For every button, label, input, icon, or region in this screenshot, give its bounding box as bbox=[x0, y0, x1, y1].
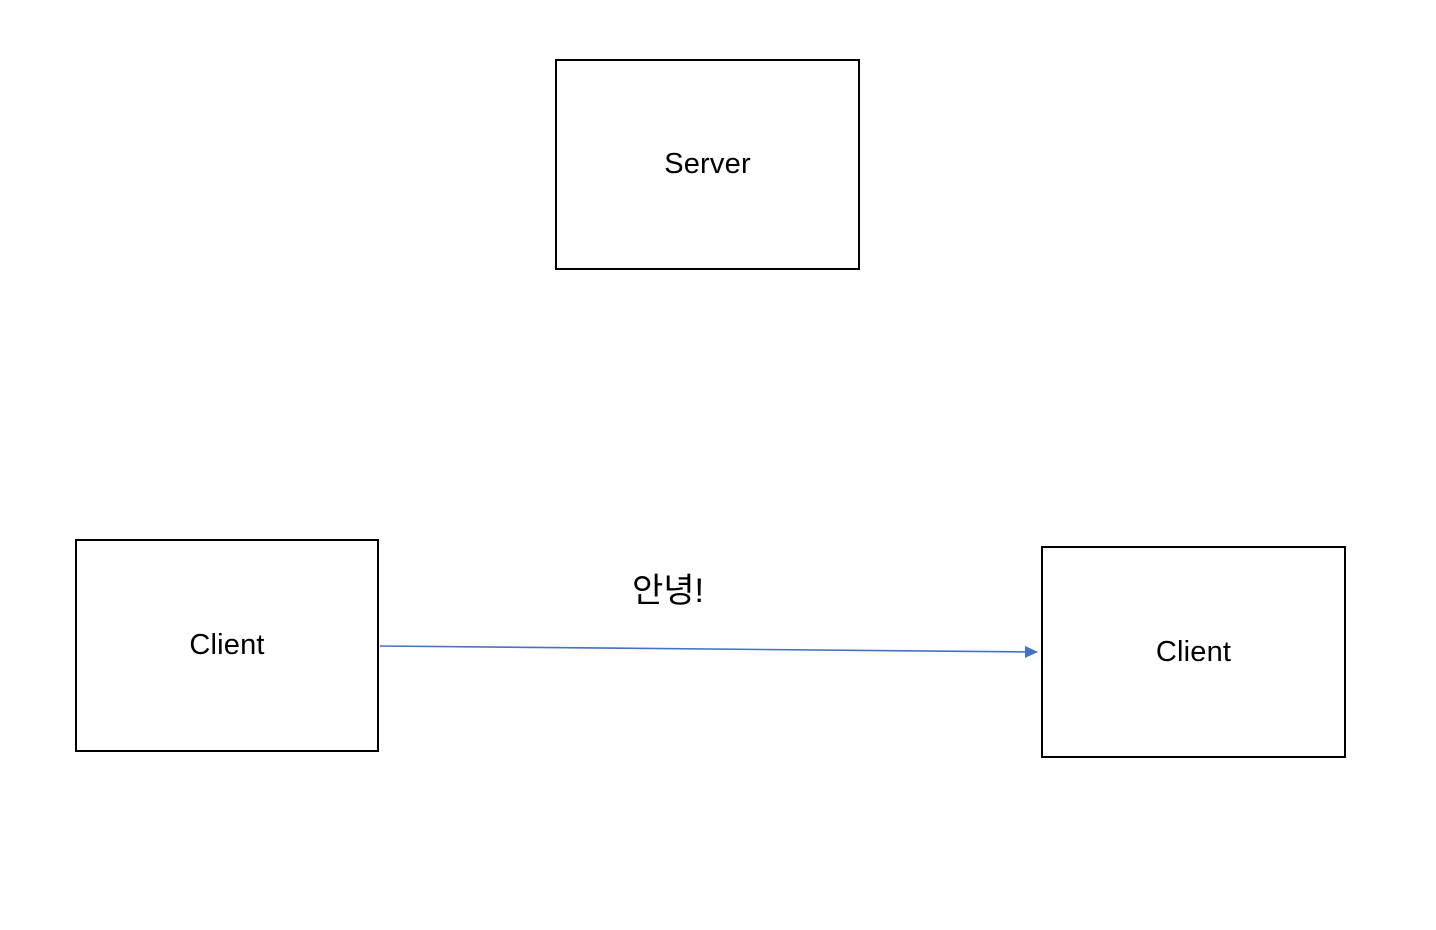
node-client-left-label: Client bbox=[189, 629, 265, 661]
node-client-right[interactable]: Client bbox=[1041, 546, 1346, 758]
node-client-left[interactable]: Client bbox=[75, 539, 379, 752]
edge-line[interactable] bbox=[379, 645, 1038, 658]
node-server-label: Server bbox=[664, 148, 751, 180]
edge-label: 안녕! bbox=[632, 572, 705, 610]
node-server[interactable]: Server bbox=[555, 59, 860, 270]
node-client-right-label: Client bbox=[1155, 635, 1232, 668]
